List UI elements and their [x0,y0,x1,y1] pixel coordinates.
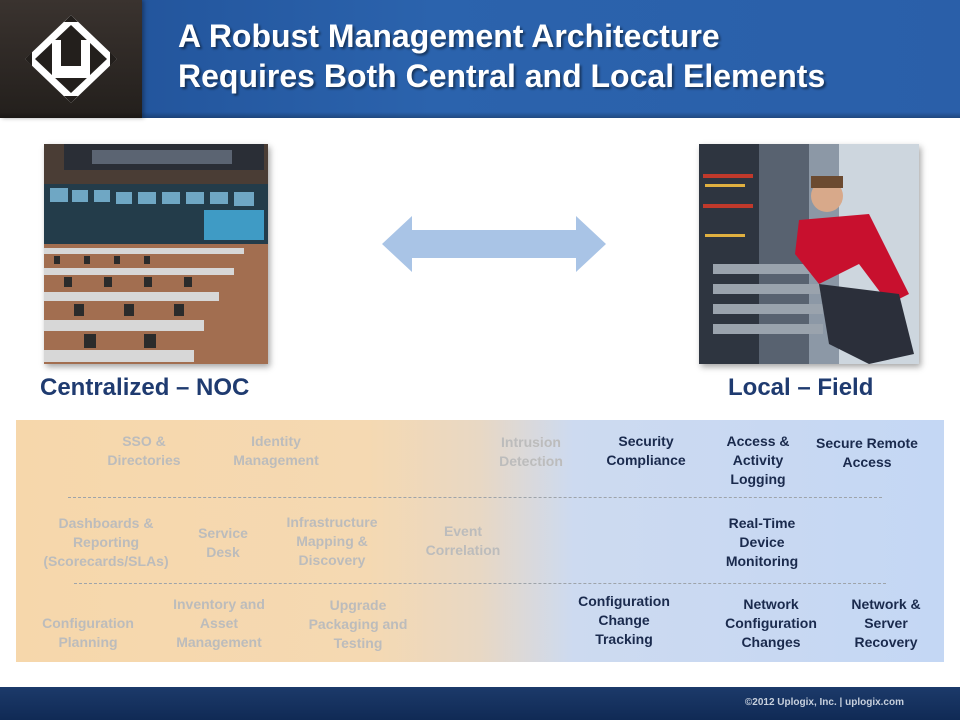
footer-bar: ©2012 Uplogix, Inc. | uplogix.com [0,687,960,720]
header-bar: A Robust Management Architecture Require… [0,0,960,118]
double-arrow-icon [382,216,606,272]
local-field-label: Local – Field [728,374,874,401]
function-sso-directories: SSO &Directories [107,433,181,468]
functions-band [16,420,944,662]
row-divider [68,497,882,498]
row-divider [74,583,886,584]
title-line-1: A Robust Management Architecture [178,18,720,54]
uplogix-logo-icon [25,15,117,103]
page-title: A Robust Management Architecture Require… [178,16,948,96]
noc-photo [44,144,268,364]
copyright-text: ©2012 Uplogix, Inc. | uplogix.com [744,697,904,708]
uplogix-logo [0,0,142,118]
field-technician-photo [699,144,919,364]
centralized-noc-label: Centralized – NOC [40,374,250,401]
title-line-2: Requires Both Central and Local Elements [178,58,826,94]
function-dashboards-reporting: Dashboards &Reporting(Scorecards/SLAs) [43,515,169,569]
